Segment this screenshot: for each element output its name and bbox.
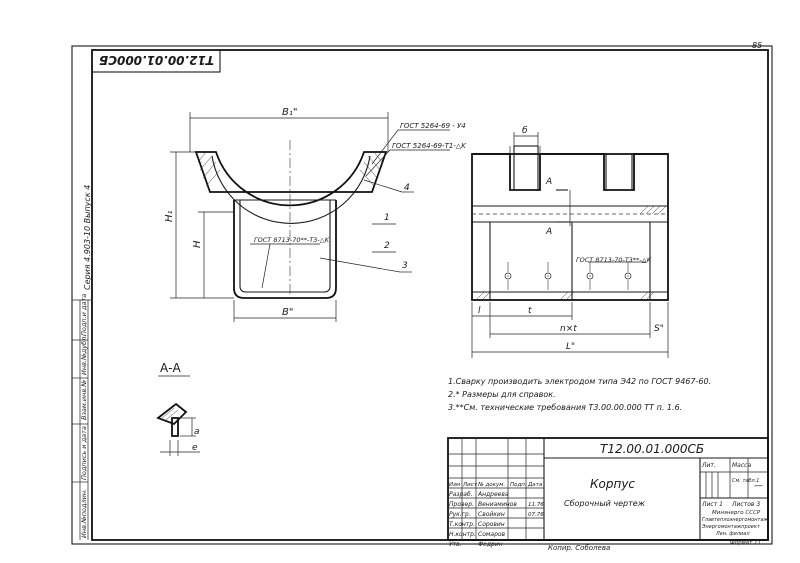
dim-side-L: L" xyxy=(566,342,575,352)
svg-text:Т.контр.: Т.контр. xyxy=(449,521,475,528)
side-label-5: Подп.и дата xyxy=(80,294,88,336)
dim-b1: B₁" xyxy=(282,107,297,118)
tb-right: Лит. Масса См. табл.1 — Лист 1 Листов 3 … xyxy=(701,462,769,537)
weld-label-side: ГОСТ 8713-70-Т3**-△K xyxy=(576,256,652,264)
rotated-code-box xyxy=(91,49,221,73)
weld-label-top2: ГОСТ 5264-69-Т1-△K xyxy=(392,142,467,150)
hole-centerlines xyxy=(507,262,629,292)
dim-h: H xyxy=(192,240,203,248)
callout-3: 3 xyxy=(402,261,408,271)
section-dim-e: е xyxy=(192,443,198,453)
svg-text:Андреева: Андреева xyxy=(477,491,509,498)
svg-text:Главтеплоэнергомонтаж: Главтеплоэнергомонтаж xyxy=(702,517,769,523)
dim-b: B" xyxy=(282,307,293,318)
callout-4: 4 xyxy=(404,183,410,193)
body-box xyxy=(233,200,337,299)
side-hatch-band xyxy=(475,205,667,301)
svg-text:Изм: Изм xyxy=(449,482,460,488)
tb-format: Формат 11 xyxy=(730,540,761,546)
tb-people: Андреева Вениаминов Свойкин Соровин Сома… xyxy=(477,491,517,548)
front-view: B₁" H₁ H B" ГОСТ 5264-69 - У4 ГОСТ 5264-… xyxy=(164,107,467,322)
section-profile xyxy=(156,402,188,426)
dim-side-t: t xyxy=(528,306,532,316)
series-label: Серия 4.903-10 Выпуск 4 xyxy=(83,185,92,290)
tb-doc-type: Сборочный чертеж xyxy=(564,499,646,508)
left-strip-dividers xyxy=(72,339,88,483)
svg-text:Утв.: Утв. xyxy=(449,541,462,548)
svg-text:Листов 3: Листов 3 xyxy=(731,501,760,508)
section-a-top: А xyxy=(545,177,552,187)
svg-text:Лист: Лист xyxy=(462,482,478,488)
note-3: 3.**См. технические требования Т3.00.00.… xyxy=(448,403,682,412)
svg-text:Лист 1: Лист 1 xyxy=(701,501,723,508)
svg-text:—: — xyxy=(754,481,763,491)
side-label-group: Инв.№подлин. Подпись и дата Взам.инв.№ И… xyxy=(80,294,88,538)
note-2: 2.* Размеры для справок. xyxy=(448,390,556,399)
svg-text:Соровин: Соровин xyxy=(478,521,505,528)
svg-text:№ докум.: № докум. xyxy=(477,482,505,488)
page-number: 85 xyxy=(752,41,762,50)
svg-text:11.76: 11.76 xyxy=(528,502,544,508)
svg-text:Сомаров: Сомаров xyxy=(478,531,506,538)
side-label-4: Инв.№дубл. xyxy=(80,335,88,375)
dim-side-l: l xyxy=(478,306,481,316)
saddle-hatch-right xyxy=(359,151,383,187)
tb-code: Т12.00.01.000СБ xyxy=(600,442,704,456)
section-title: А-А xyxy=(160,361,182,375)
dim-side-nt: n×t xyxy=(560,324,577,334)
note-1: 1.Сварку производить электродом типа Э42… xyxy=(448,377,711,386)
svg-text:Энергомонтажпроект: Энергомонтажпроект xyxy=(701,524,761,530)
svg-text:Подп.: Подп. xyxy=(510,482,527,488)
saddle-hatch-left xyxy=(197,151,221,187)
tb-dates: 11.76 07.76 xyxy=(528,502,544,518)
saddle-outline xyxy=(194,151,388,207)
svg-text:07.76: 07.76 xyxy=(528,512,544,518)
section-a-a: А-А а е xyxy=(156,361,200,456)
svg-text:Лен. филиал: Лен. филиал xyxy=(715,531,750,537)
svg-text:Минэнерго СССР: Минэнерго СССР xyxy=(712,510,761,516)
tb-roles: Разраб. Провер. Рук.гр. Т.контр. Н.контр… xyxy=(449,491,476,548)
weld-label-inner: ГОСТ 8713-70**-Т3-△K xyxy=(254,236,330,244)
callout-2: 2 xyxy=(384,241,390,251)
side-view: ГОСТ 8713-70-Т3**-△K А А б l t n×t S" L" xyxy=(471,126,669,358)
svg-text:Рук.гр.: Рук.гр. xyxy=(449,511,471,518)
body-box-inner xyxy=(239,200,331,293)
callout-1: 1 xyxy=(384,213,390,223)
tb-name: Корпус xyxy=(590,477,635,491)
svg-text:Свойкин: Свойкин xyxy=(478,511,505,518)
side-body xyxy=(471,153,669,301)
svg-text:Лит.: Лит. xyxy=(701,462,716,469)
svg-text:Разраб.: Разраб. xyxy=(449,491,473,498)
dim-side-s: S" xyxy=(654,324,664,334)
section-dim-a: а xyxy=(194,427,200,437)
svg-text:Вениаминов: Вениаминов xyxy=(478,501,517,508)
rotated-code: Т12.00.01.000СБ xyxy=(99,53,214,67)
dim-h1: H₁ xyxy=(164,210,175,222)
side-top-notches xyxy=(472,153,668,191)
svg-text:См. табл.1: См. табл.1 xyxy=(732,478,759,484)
section-a-bottom: А xyxy=(545,227,552,237)
sheet-frame xyxy=(71,45,773,545)
weld-label-top1: ГОСТ 5264-69 - У4 xyxy=(400,122,466,130)
side-label-3: Взам.инв.№ xyxy=(80,380,88,420)
side-label-1: Инв.№подлин. xyxy=(80,489,88,538)
tb-header: Изм Лист № докум. Подп. Дата xyxy=(449,482,543,488)
svg-text:Провер.: Провер. xyxy=(449,501,474,508)
svg-text:Масса: Масса xyxy=(732,462,751,469)
saddle-arc-inner xyxy=(211,155,371,224)
svg-text:Дата: Дата xyxy=(527,482,543,488)
title-block: Т12.00.01.000СБ Корпус Сборочный чертеж … xyxy=(447,437,769,552)
svg-text:Федрин: Федрин xyxy=(478,541,503,548)
inner-frame xyxy=(91,49,769,541)
dim-side-b: б xyxy=(522,126,528,136)
bolt-holes xyxy=(504,272,632,280)
notes: 1.Сварку производить электродом типа Э42… xyxy=(448,377,711,412)
side-label-2: Подпись и дата xyxy=(80,426,88,480)
svg-text:Н.контр.: Н.контр. xyxy=(449,531,476,538)
tb-copied: Копир. Соболева xyxy=(548,544,610,552)
